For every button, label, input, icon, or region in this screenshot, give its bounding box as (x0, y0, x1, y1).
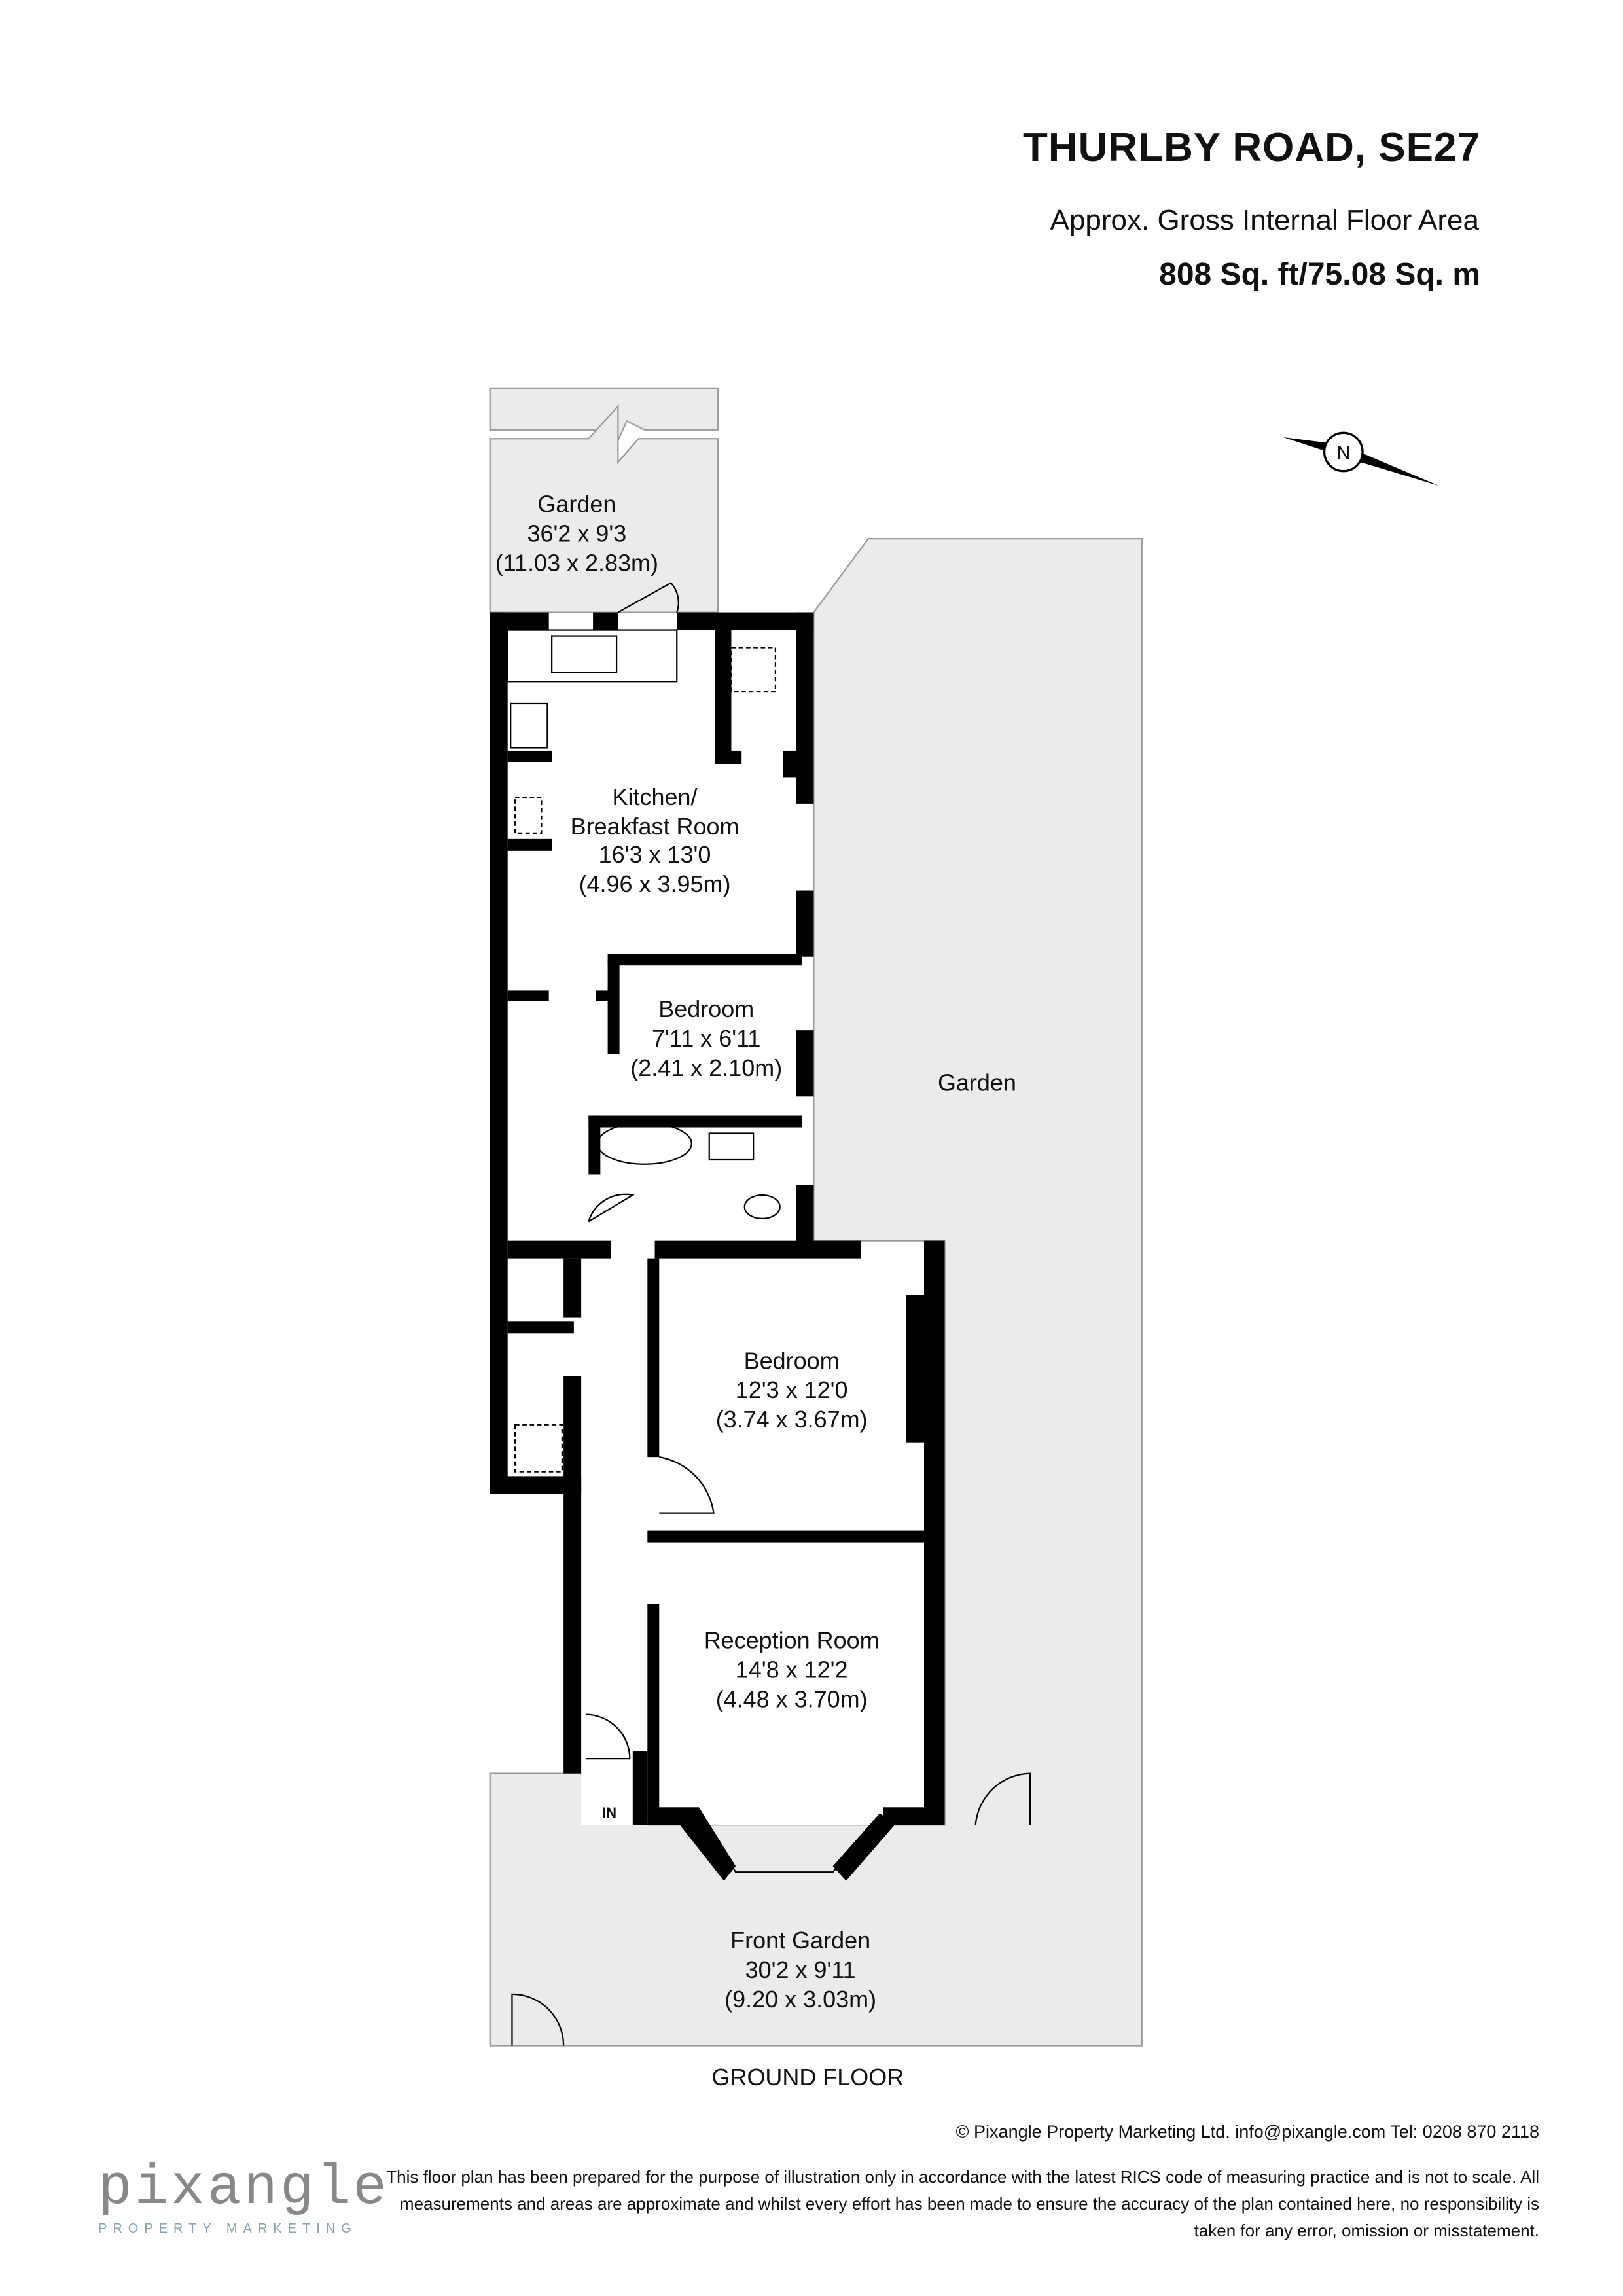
kitchen-name-2: Breakfast Room (571, 813, 740, 840)
front-garden-metric: (9.20 x 3.03m) (724, 1986, 876, 2013)
storage-tank (514, 1424, 563, 1473)
kitchen-imperial: 16'3 x 13'0 (599, 841, 711, 868)
door-swing-front (585, 1713, 631, 1760)
bedroom-large-metric: (3.74 x 3.67m) (716, 1406, 868, 1433)
fixtures (507, 582, 1031, 2046)
bedroom-small-name: Bedroom (658, 996, 754, 1022)
door-swing-side-garden (974, 1772, 1031, 1825)
rear-garden-name: Garden (537, 491, 616, 518)
compass-icon: N (1283, 431, 1439, 486)
worktop (507, 629, 678, 683)
door-swing-kitchen (617, 582, 679, 613)
bay-window (698, 1816, 883, 1873)
door-swing-front-garden (511, 1993, 565, 2046)
reception-metric: (4.48 x 3.70m) (716, 1685, 868, 1712)
walls (490, 612, 945, 1881)
room-labels: Garden 36'2 x 9'3 (11.03 x 2.83m) Kitche… (495, 491, 1016, 2091)
toilet (743, 1194, 781, 1220)
appliance-space (514, 797, 543, 834)
kitchen-metric: (4.96 x 3.95m) (579, 870, 731, 897)
basin (708, 1132, 755, 1161)
bedroom-large-name: Bedroom (744, 1347, 840, 1374)
reception-name: Reception Room (704, 1626, 880, 1653)
garden-areas (489, 387, 1143, 2047)
bedroom-small-imperial: 7'11 x 6'11 (652, 1025, 760, 1052)
disclaimer-text: This floor plan has been prepared for th… (386, 2167, 1539, 2240)
bedroom-small-metric: (2.41 x 2.10m) (630, 1054, 782, 1081)
hob (510, 702, 548, 749)
sink-unit (551, 635, 618, 673)
door-swing-bedroom (659, 1456, 715, 1514)
copyright-text: © Pixangle Property Marketing Ltd. info@… (955, 2122, 1539, 2142)
front-garden-name: Front Garden (730, 1927, 870, 1954)
area-value: 808 Sq. ft/75.08 Sq. m (1159, 257, 1480, 292)
side-garden-name: Garden (938, 1069, 1016, 1096)
entrance-label: IN (602, 1804, 616, 1821)
logo-subtitle: PROPERTY MARKETING (98, 2221, 357, 2236)
property-title: THURLBY ROAD, SE27 (1023, 125, 1480, 170)
rear-garden-metric: (11.03 x 2.83m) (495, 550, 658, 577)
compass-north-label: N (1336, 443, 1350, 464)
kitchen-name-1: Kitchen/ (613, 783, 698, 810)
floor-label: GROUND FLOOR (711, 2064, 904, 2090)
door-swing-bath (588, 1193, 635, 1223)
reception-imperial: 14'8 x 12'2 (736, 1656, 848, 1683)
rear-garden-area-lower (489, 404, 719, 613)
area-label: Approx. Gross Internal Floor Area (1050, 204, 1479, 236)
rear-garden-imperial: 36'2 x 9'3 (527, 520, 627, 547)
bath (596, 1122, 692, 1165)
logo-wordmark: pixangle (98, 2156, 389, 2220)
front-garden-imperial: 30'2 x 9'11 (745, 1956, 856, 1983)
bedroom-large-imperial: 12'3 x 12'0 (736, 1376, 848, 1403)
pixangle-logo: pixangle PROPERTY MARKETING (98, 2160, 389, 2236)
